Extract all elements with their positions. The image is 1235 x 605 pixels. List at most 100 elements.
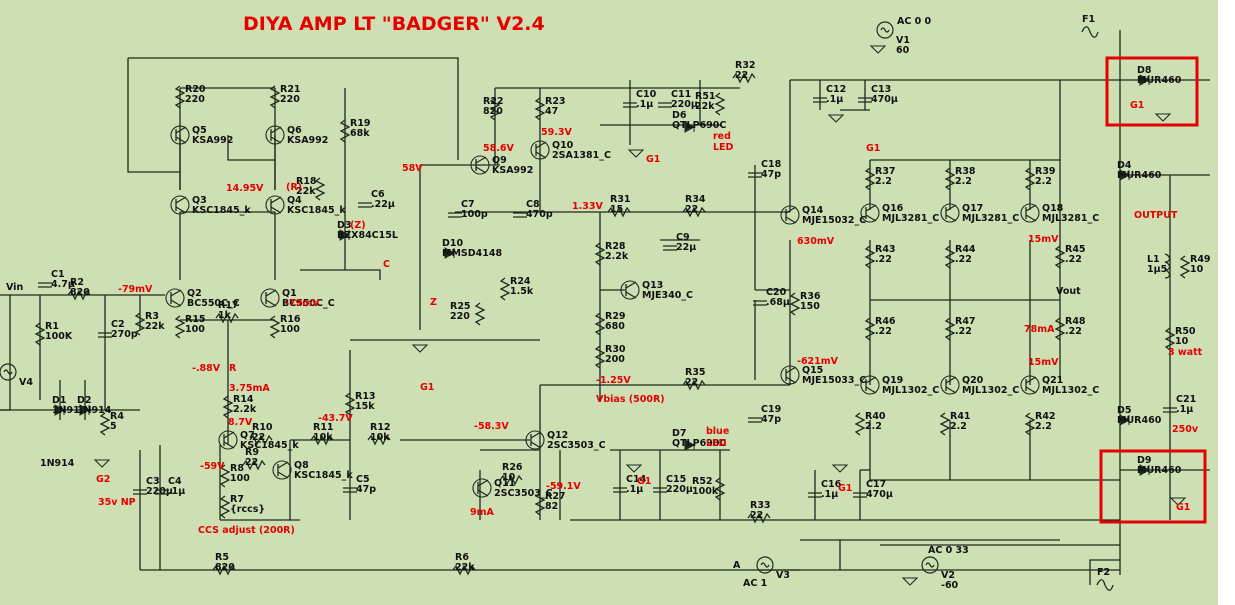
component-value: 4.7µ bbox=[51, 279, 75, 290]
transistor-leads bbox=[945, 376, 957, 394]
resistor-symbol bbox=[474, 302, 486, 326]
component-ref: V3 bbox=[776, 570, 790, 581]
resistor-symbol bbox=[174, 315, 186, 339]
transistor-leads bbox=[865, 376, 877, 394]
diode-symbol bbox=[1119, 414, 1131, 426]
component-value: 2SC3503_C bbox=[547, 440, 606, 451]
diode-symbol bbox=[339, 229, 351, 241]
component-value: MJE15033_C bbox=[802, 375, 866, 386]
capacitor-symbol bbox=[808, 492, 822, 498]
annotation-v59-3: 59.3V bbox=[541, 127, 572, 138]
component-ref: Q13 bbox=[642, 280, 663, 291]
component-ref: R4 bbox=[110, 411, 124, 422]
component-ref: R35 bbox=[685, 367, 706, 378]
resistor-symbol bbox=[310, 434, 334, 446]
resistor-symbol bbox=[219, 464, 231, 488]
component-value: MJL3281_C bbox=[1042, 213, 1099, 224]
component-ref: R14 bbox=[233, 394, 254, 405]
component-value: -60 bbox=[941, 580, 959, 591]
annotation-ma8-7: 8.7V bbox=[228, 417, 253, 428]
component-ref: R26 bbox=[502, 462, 523, 473]
resistor-symbol bbox=[732, 72, 756, 84]
component-value: .22 bbox=[875, 254, 892, 265]
component-value: 47p bbox=[761, 169, 781, 180]
resistor-symbol bbox=[944, 167, 956, 191]
schematic-title: DIYA AMP LT "BADGER" V2.4 bbox=[243, 13, 545, 35]
component-value: 2.2 bbox=[875, 176, 892, 187]
component-ref: C20 bbox=[766, 287, 787, 298]
annotation-mv15b: 15mV bbox=[1028, 357, 1059, 368]
component-value: 22 bbox=[685, 204, 698, 215]
component-value: 220µ bbox=[146, 486, 173, 497]
component-ref: Q1 bbox=[282, 288, 297, 299]
wire-segment bbox=[128, 57, 459, 160]
resistor-symbol bbox=[789, 292, 801, 316]
transistor-symbol bbox=[165, 288, 185, 308]
component-c6: C6.22µ bbox=[358, 189, 395, 210]
annotation-g1-a: G1 bbox=[646, 154, 660, 165]
annotation-g2: G2 bbox=[96, 474, 110, 485]
resistor-symbol bbox=[499, 474, 523, 486]
component-value: MJE340_C bbox=[642, 290, 693, 301]
component-value: 22 bbox=[685, 377, 698, 388]
ground-icon bbox=[1169, 497, 1187, 506]
component-ref: C1 bbox=[51, 269, 65, 280]
resistor-symbol bbox=[594, 242, 606, 266]
component-value: 2.2 bbox=[1035, 421, 1052, 432]
component-ref: C8 bbox=[526, 199, 540, 210]
transistor-symbol bbox=[940, 203, 960, 223]
source-symbol bbox=[921, 556, 939, 574]
resistor-symbol bbox=[67, 289, 91, 301]
transistor-symbol bbox=[940, 375, 960, 395]
component-value: 22k bbox=[695, 101, 715, 112]
transistor-symbol bbox=[1020, 375, 1040, 395]
transistor-symbol bbox=[218, 430, 238, 450]
component-value: 68k bbox=[350, 128, 370, 139]
annotation-led-b: LED bbox=[706, 438, 727, 449]
transistor-symbol bbox=[780, 365, 800, 385]
fuse-symbol bbox=[1081, 26, 1099, 38]
transistor-symbol bbox=[170, 195, 190, 215]
component-value: .22 bbox=[1065, 254, 1082, 265]
component-c21: C21.1µ bbox=[1163, 394, 1196, 415]
component-value: QTLP690C bbox=[672, 438, 726, 449]
resistor-symbol bbox=[34, 322, 46, 346]
component-ref: Q11 bbox=[494, 478, 515, 489]
transistor-leads bbox=[265, 289, 277, 307]
component-c10: C10.1µ bbox=[623, 89, 657, 110]
component-value: .1µ bbox=[826, 94, 843, 105]
annotation-g1-b: G1 bbox=[866, 143, 880, 154]
transistor-leads bbox=[785, 206, 797, 224]
transistor-leads bbox=[223, 431, 235, 449]
component-ref: R15 bbox=[185, 314, 206, 325]
resistor-symbol bbox=[219, 495, 231, 519]
component-value: 100 bbox=[280, 324, 300, 335]
component-r46: R46.22 bbox=[864, 316, 896, 341]
component-value: 220µ bbox=[666, 484, 693, 495]
wire-segment bbox=[869, 420, 1120, 481]
component-value: 22 bbox=[245, 457, 258, 468]
component-value: KSC1845_k bbox=[287, 205, 346, 216]
label-layer: 58.6V59.3V58V14.95V(R)(Z)1.33V630mV-79mV… bbox=[6, 16, 1203, 589]
component-value: .68µ bbox=[766, 297, 790, 308]
annotation-ma78: 78mA bbox=[1024, 324, 1055, 335]
resistor-symbol bbox=[452, 564, 476, 576]
component-f1: F1 bbox=[1081, 14, 1099, 38]
component-value: {rccs} bbox=[230, 504, 265, 515]
resistor-symbol bbox=[864, 167, 876, 191]
